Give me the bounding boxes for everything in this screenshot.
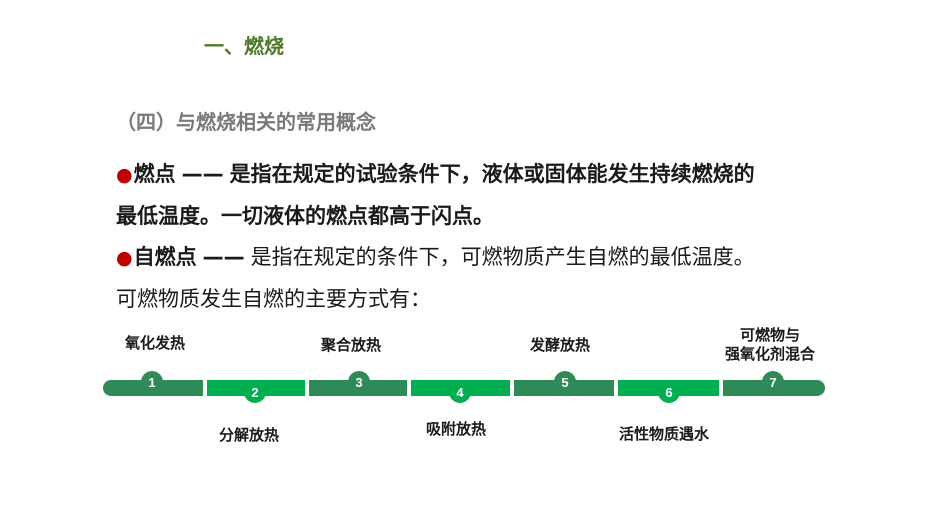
step-number-1: 1: [141, 371, 163, 393]
autoignition-line-1: ●自燃点——是指在规定的条件下，可燃物质产生自燃的最低温度。: [116, 243, 755, 272]
step-number-4: 4: [449, 381, 471, 403]
step-label-6: 活性物质遇水: [619, 425, 710, 443]
step-number-3: 3: [348, 371, 370, 393]
step-label-3: 聚合放热: [321, 336, 382, 354]
autoignition-methods-timeline: 1 2 3 4 5 6 7: [103, 371, 825, 403]
flash-point-definition-1: 是指在规定的试验条件下，液体或固体能发生持续燃烧的: [229, 162, 755, 186]
section-heading: 一、燃烧: [204, 34, 284, 58]
bullet-icon: ●: [116, 247, 133, 269]
bullet-icon: ●: [116, 164, 133, 186]
step-label-7: 可燃物与 强氧化剂混合: [725, 326, 815, 364]
subsection-heading: （四）与燃烧相关的常用概念: [116, 110, 376, 134]
step-number-7: 7: [762, 371, 784, 393]
autoignition-definition: 是指在规定的条件下，可燃物质产生自燃的最低温度。: [250, 245, 755, 269]
flash-point-dash: ——: [181, 162, 224, 186]
step-label-4: 吸附放热: [426, 420, 487, 438]
step-label-7-line-1: 可燃物与: [740, 326, 801, 344]
autoignition-dash: ——: [202, 245, 245, 269]
step-number-6: 6: [658, 381, 680, 403]
flash-point-term: 燃点: [133, 162, 176, 186]
flash-point-line-2: 最低温度。一切液体的燃点都高于闪点。: [116, 204, 494, 228]
step-label-2: 分解放热: [219, 426, 280, 444]
step-number-2: 2: [244, 381, 266, 403]
step-number-5: 5: [554, 371, 576, 393]
flash-point-line-1: ●燃点——是指在规定的试验条件下，液体或固体能发生持续燃烧的: [116, 160, 755, 189]
step-label-1: 氧化发热: [125, 334, 186, 352]
step-label-5: 发酵放热: [530, 336, 591, 354]
autoignition-line-2: 可燃物质发生自燃的主要方式有：: [116, 287, 431, 311]
autoignition-term: 自燃点: [133, 245, 197, 269]
step-label-7-line-2: 强氧化剂混合: [725, 345, 816, 363]
